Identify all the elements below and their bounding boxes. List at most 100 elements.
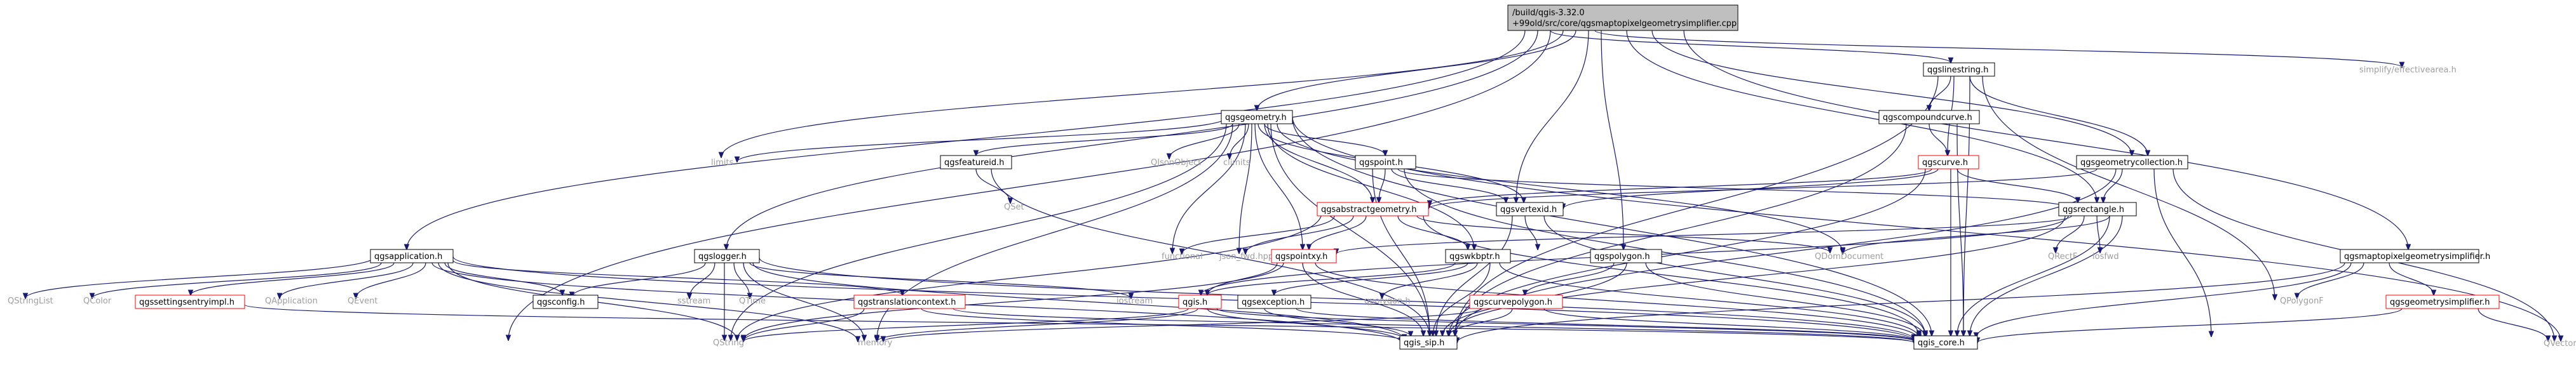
- node-sstream[interactable]: sstream: [677, 296, 710, 306]
- node-qgswkbptr-h[interactable]: qgswkbptr.h: [1445, 249, 1511, 263]
- include-edge: [1416, 215, 1830, 253]
- include-edge: [1267, 123, 1474, 249]
- node-qstring[interactable]: QString: [713, 338, 744, 348]
- node-qjsonobject[interactable]: QJsonObject: [1151, 158, 1201, 168]
- include-edge: [1397, 168, 2071, 209]
- svg-text:functional: functional: [1162, 252, 1203, 262]
- node-qvector[interactable]: QVector: [2544, 339, 2576, 348]
- node-root[interactable]: /build/qgis-3.32.0 +99old/src/core/qgsma…: [1507, 4, 1739, 31]
- include-edge: [1264, 123, 1373, 202]
- node-simplify-effectivearea-h[interactable]: simplify/effectivearea.h: [2359, 65, 2457, 75]
- node-qgslogger-h[interactable]: qgslogger.h: [694, 249, 760, 263]
- svg-text:qgstranslationcontext.h: qgstranslationcontext.h: [858, 298, 956, 307]
- node-iosfwd[interactable]: iosfwd: [2092, 252, 2119, 262]
- node-qrectf[interactable]: QRectF: [2048, 252, 2077, 262]
- svg-text:qgspoint.h: qgspoint.h: [1359, 158, 1403, 168]
- node-iostream[interactable]: iostream: [1116, 296, 1153, 306]
- svg-text:QTime: QTime: [739, 296, 766, 306]
- node-qgsfeatureid-h[interactable]: qgsfeatureid.h: [940, 155, 1012, 169]
- include-edge: [2478, 308, 2548, 341]
- node-qgscompoundcurve-h[interactable]: qgscompoundcurve.h: [1878, 110, 1980, 124]
- node-qgscurve-h[interactable]: qgscurve.h: [1918, 155, 1979, 169]
- node-qgsgeometry-h[interactable]: qgsgeometry.h: [1221, 110, 1293, 124]
- node-qgis-sip-h[interactable]: qgis_sip.h: [1399, 335, 1458, 350]
- include-edge: [2056, 215, 2085, 253]
- include-edge: [1277, 123, 1843, 253]
- node-qgis-h[interactable]: qgis.h: [1178, 295, 1222, 309]
- node-qgscurvepolygon-h[interactable]: qgscurvepolygon.h: [1469, 295, 1563, 309]
- include-edge: [2389, 262, 2434, 295]
- include-edge: [991, 168, 1430, 336]
- node-limits[interactable]: limits: [711, 158, 734, 168]
- node-qevent[interactable]: QEvent: [348, 296, 377, 306]
- svg-text:simplify/effectivearea.h: simplify/effectivearea.h: [2359, 65, 2457, 75]
- include-edge: [1455, 168, 2117, 336]
- node-qtime[interactable]: QTime: [739, 296, 766, 306]
- node-qgsgeometrysimplifier-h[interactable]: qgsgeometrysimplifier.h: [2385, 295, 2500, 309]
- include-edge: [1336, 215, 2072, 254]
- node-climits[interactable]: climits: [1223, 158, 1251, 168]
- include-edge: [1428, 168, 2098, 209]
- node-memory[interactable]: memory: [858, 338, 893, 348]
- svg-text:qgsgeometry.h: qgsgeometry.h: [1225, 113, 1287, 123]
- include-edge: [1264, 123, 1385, 156]
- node-qgslinestring-h[interactable]: qgslinestring.h: [1923, 62, 1995, 77]
- include-edge: [280, 262, 414, 298]
- include-edge: [1524, 215, 1538, 249]
- include-edge: [1970, 215, 2123, 336]
- node-qgspointxy-h[interactable]: qgspointxy.h: [1271, 249, 1337, 263]
- include-edge: [244, 304, 1914, 343]
- include-edge: [2103, 168, 2123, 202]
- include-edge: [356, 262, 426, 298]
- include-edge: [1449, 308, 1513, 336]
- svg-text:QApplication: QApplication: [265, 296, 318, 306]
- include-edge: [1182, 215, 1335, 254]
- include-edge: [743, 308, 865, 342]
- svg-text:sstream: sstream: [677, 296, 710, 306]
- svg-text:json_fwd.hpp: json_fwd.hpp: [1219, 252, 1273, 262]
- node-qgsrectangle-h[interactable]: qgsrectangle.h: [2058, 202, 2137, 216]
- svg-text:qgslogger.h: qgslogger.h: [698, 252, 747, 262]
- svg-text:memory: memory: [858, 338, 893, 348]
- node-qdomdocument[interactable]: QDomDocument: [1815, 252, 1883, 262]
- include-edge: [721, 30, 1564, 157]
- node-functional[interactable]: functional: [1162, 252, 1203, 262]
- node-qgsconfig-h[interactable]: qgsconfig.h: [532, 295, 599, 309]
- include-edge: [2153, 168, 2211, 336]
- node-qgis-core-h[interactable]: qgis_core.h: [1913, 335, 1978, 350]
- node-qgssettingsentryimpl-h[interactable]: qgssettingsentryimpl.h: [135, 295, 245, 309]
- node-qgsgeometrycollection-h[interactable]: qgsgeometrycollection.h: [2076, 155, 2188, 169]
- svg-text:qgis_core.h: qgis_core.h: [1918, 338, 1965, 348]
- node-qpolygon-h[interactable]: qpolygon.h: [1364, 296, 1411, 306]
- node-qcolor[interactable]: QColor: [83, 296, 112, 306]
- node-qgspolygon-h[interactable]: qgspolygon.h: [1590, 249, 1662, 263]
- node-qgsvertexid-h[interactable]: qgsvertexid.h: [1496, 202, 1564, 216]
- svg-text:QEvent: QEvent: [348, 296, 377, 306]
- include-edge: [877, 308, 1198, 342]
- svg-text:limits: limits: [711, 158, 734, 168]
- node-qset[interactable]: QSet: [1004, 202, 1024, 212]
- node-qgspoint-h[interactable]: qgspoint.h: [1355, 155, 1416, 169]
- node-qgstranslationcontext-h[interactable]: qgstranslationcontext.h: [853, 295, 966, 309]
- svg-text:qgis.h: qgis.h: [1183, 298, 1207, 307]
- node-json-fwd-hpp[interactable]: json_fwd.hpp: [1219, 252, 1273, 262]
- svg-text:qgscurvepolygon.h: qgscurvepolygon.h: [1474, 298, 1552, 307]
- node-qstringlist[interactable]: QStringList: [8, 296, 53, 306]
- node-qgsabstractgeometry-h[interactable]: qgsabstractgeometry.h: [1317, 202, 1429, 216]
- include-edge: [452, 260, 902, 295]
- include-edge: [1525, 262, 1615, 295]
- node-qgsexception-h[interactable]: qgsexception.h: [1237, 295, 1312, 309]
- node-qgsmaptopixelgeometrysimplifier-h[interactable]: qgsmaptopixelgeometrysimplifier.h: [2340, 249, 2490, 263]
- include-edge: [1969, 76, 2148, 156]
- svg-text:qgscurve.h: qgscurve.h: [1922, 158, 1968, 168]
- include-edge: [1296, 308, 1916, 342]
- include-edge: [752, 262, 1404, 340]
- include-edge: [737, 117, 1227, 162]
- node-qgsapplication-h[interactable]: qgsapplication.h: [370, 249, 454, 263]
- include-edge: [407, 30, 1526, 249]
- include-edge: [1645, 262, 1925, 338]
- include-edge: [2096, 215, 2100, 253]
- node-qpolygonf[interactable]: QPolygonF: [2280, 296, 2324, 306]
- node-qapplication[interactable]: QApplication: [265, 296, 318, 306]
